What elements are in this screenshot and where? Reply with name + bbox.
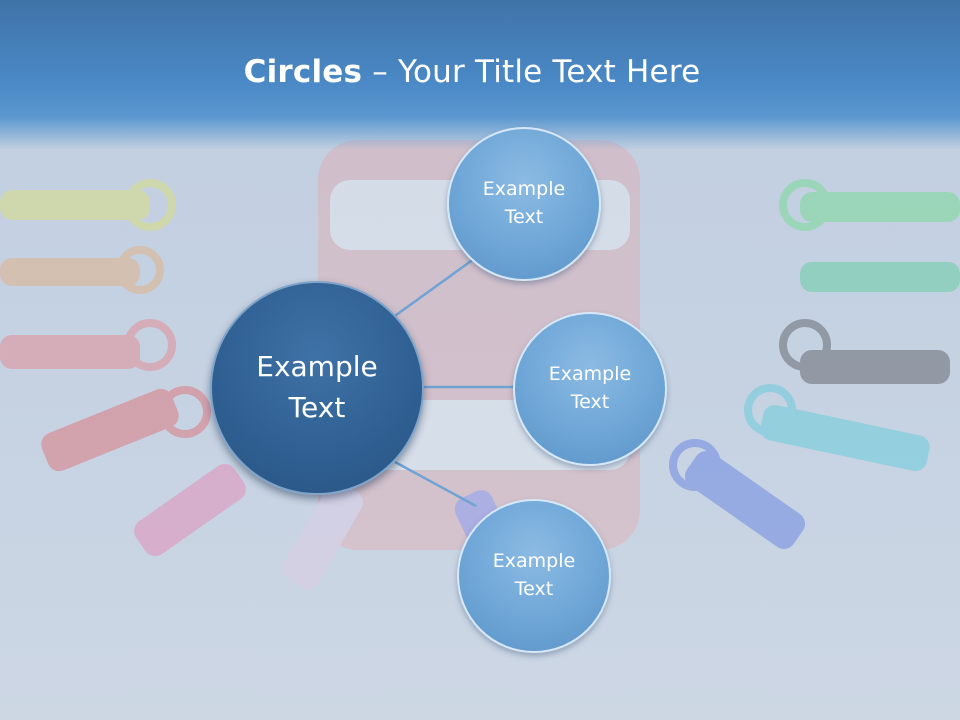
- title-bar: [0, 0, 960, 150]
- center-circle[interactable]: Example Text: [210, 281, 424, 495]
- slide-title-bold: Circles: [243, 54, 363, 90]
- outer-circle-middle[interactable]: Example Text: [513, 312, 667, 466]
- slide-title: Circles – Your Title Text Here: [0, 54, 944, 90]
- connector-lines: [391, 254, 514, 508]
- outer-circle-text: Example Text: [548, 363, 632, 413]
- center-circle-text: Example Text: [256, 350, 378, 424]
- slide-title-rest: – Your Title Text Here: [362, 54, 701, 90]
- outer-circle-top[interactable]: Example Text: [447, 127, 601, 281]
- outer-circle-text: Example Text: [482, 178, 566, 228]
- outer-circle-text: Example Text: [492, 550, 576, 600]
- outer-circle-bottom[interactable]: Example Text: [457, 499, 611, 653]
